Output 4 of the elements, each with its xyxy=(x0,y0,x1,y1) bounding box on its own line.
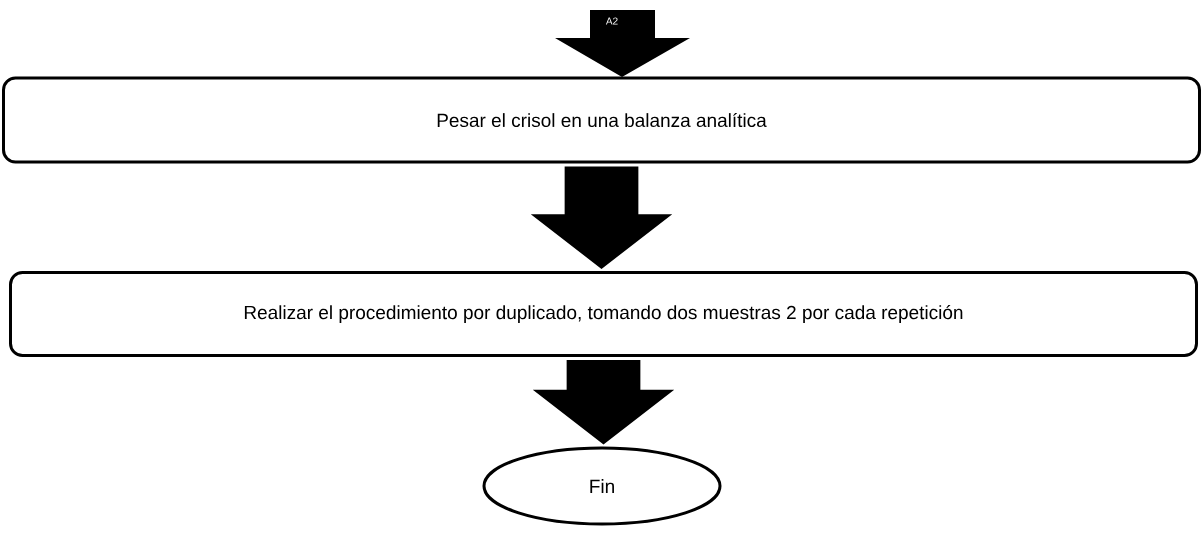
block-arrow xyxy=(532,360,675,445)
process-box: Realizar el procedimiento por duplicado, tomando dos muestras 2 por cada repetición xyxy=(9,271,1198,357)
process-box: Pesar el crisol en una balanza analítica xyxy=(2,76,1201,164)
block-arrow xyxy=(530,166,673,269)
